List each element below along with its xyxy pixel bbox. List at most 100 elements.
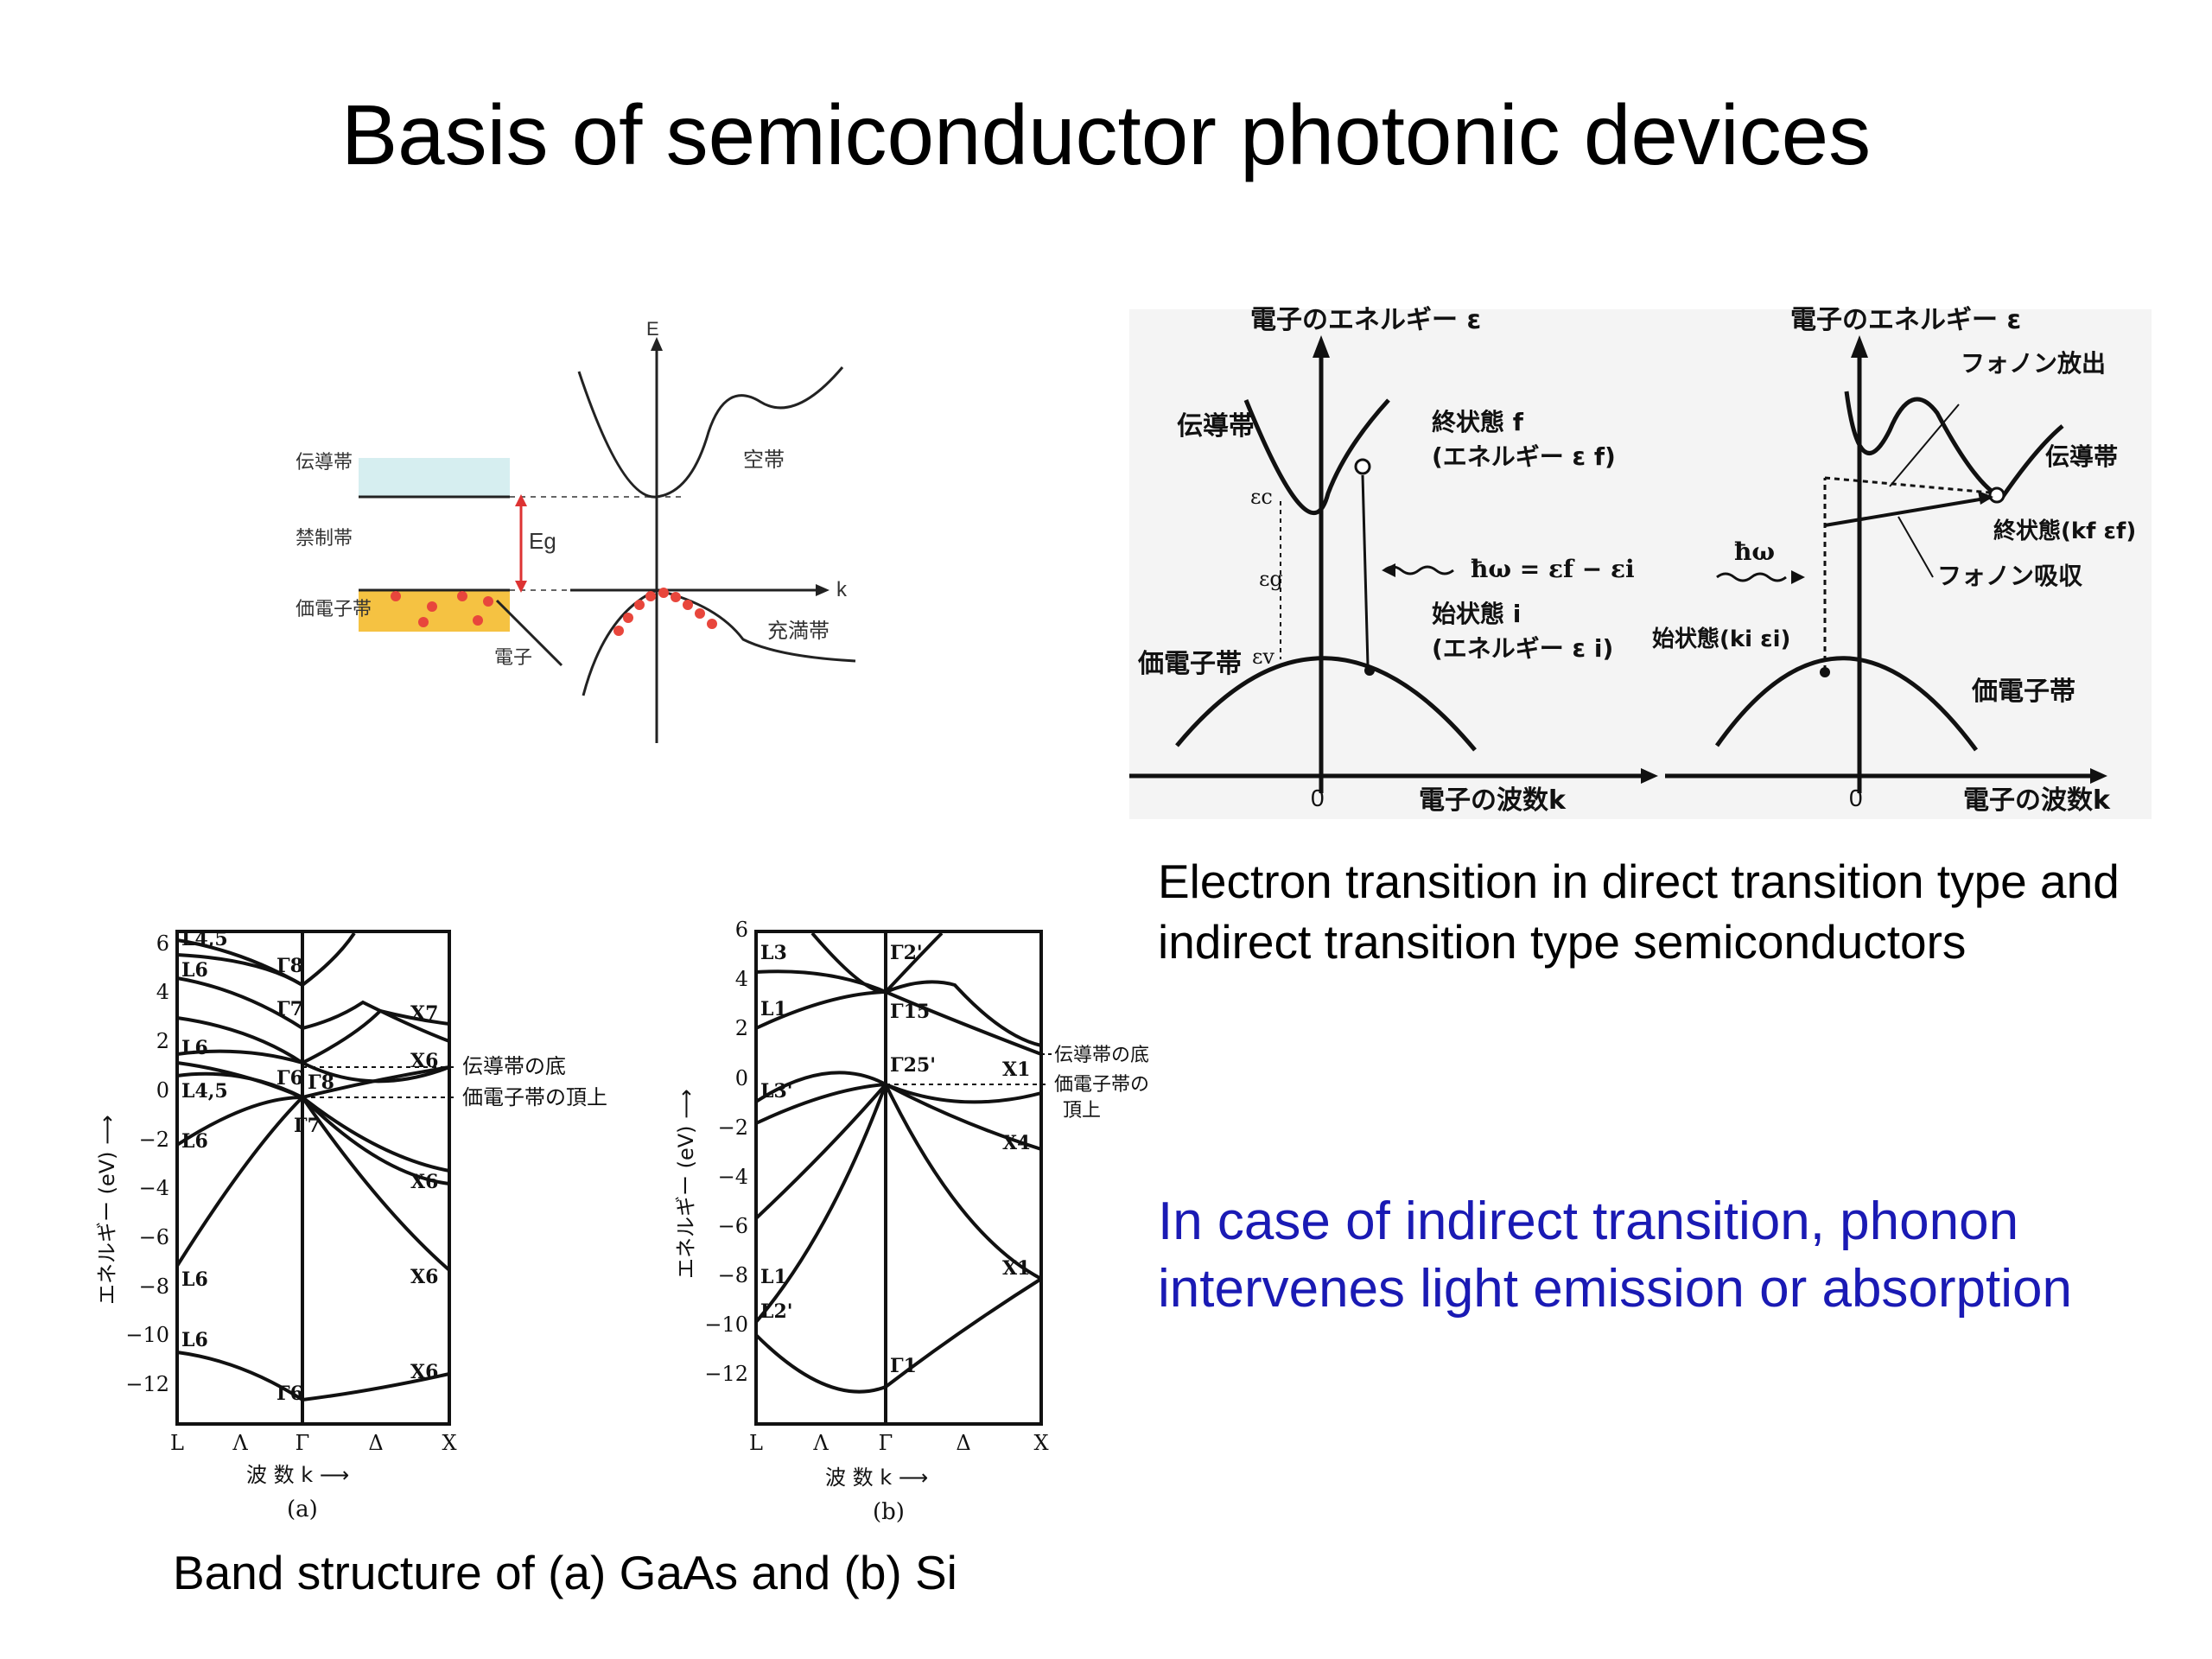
right-valence-label: 価電子帯: [1971, 677, 2075, 707]
label-a-X6b: X6: [410, 1171, 438, 1193]
filled-band-electrons: [613, 588, 717, 636]
left-zero-label: 0: [1311, 785, 1325, 811]
label-b-G25p: Γ25': [890, 1054, 936, 1077]
ev-label: εv: [1252, 645, 1274, 669]
final-state-label: 終状態 f: [1432, 408, 1524, 436]
left-conduction-label: 伝導帯: [1177, 411, 1255, 442]
eg-label: εg: [1259, 567, 1283, 591]
ytick-a-m10: −10: [125, 1323, 169, 1347]
axis-k-label: k: [836, 578, 848, 601]
axis-e-label: E: [646, 318, 659, 340]
left-energy-axis-label: 電子のエネルギー ε: [1250, 305, 1481, 335]
xtick-b-Gamma: Γ: [879, 1431, 893, 1455]
ylabel-a: エネルギー (eV) ⟶: [95, 1115, 119, 1305]
xtick-b-X: X: [1033, 1431, 1048, 1455]
label-a-G8: Γ8: [276, 955, 303, 977]
ytick-b-m4: −4: [718, 1165, 748, 1189]
label-a-L45: L4,5: [181, 928, 228, 950]
ytick-a-m8: −8: [139, 1274, 169, 1299]
label-b-L3: L3: [760, 942, 787, 964]
slide-title: Basis of semiconductor photonic devices: [340, 87, 1872, 182]
label-a-cb-bottom: 伝導帯の底: [462, 1054, 566, 1078]
final-energy-label: (エネルギー ε f): [1432, 442, 1616, 471]
xtick-a-L: L: [170, 1431, 184, 1455]
ytick-a-m6: −6: [139, 1225, 169, 1249]
label-a-X6c: X6: [410, 1266, 438, 1288]
label-a-G8b: Γ8: [308, 1071, 334, 1094]
label-filled-band: 充満帯: [767, 619, 830, 643]
label-a-L6c: L6: [181, 1130, 208, 1153]
xlabel-b: 波 数 k ⟶: [825, 1465, 928, 1490]
label-b-cb-bottom: 伝導帯の底: [1054, 1045, 1149, 1066]
label-a-L6d: L6: [181, 1268, 208, 1291]
phonon-note: In case of indirect transition, phonon i…: [1158, 1192, 2072, 1319]
right-wavenumber-label: 電子の波数k: [1963, 785, 2111, 816]
band-gap-diagram: 伝導帯 禁制帯 価電子帯 電子 Eg E k 空帯 充満帯: [296, 318, 856, 743]
ytick-b-m10: −10: [704, 1313, 748, 1337]
ytick-a-m12: −12: [125, 1372, 169, 1396]
ytick-b-0: 0: [735, 1066, 748, 1090]
label-b-X1: X1: [1002, 1058, 1030, 1081]
label-b-L1: L1: [760, 998, 787, 1020]
sublabel-b: (b): [873, 1499, 905, 1525]
ytick-b-m12: −12: [704, 1362, 748, 1386]
initial-energy-label: (エネルギー ε i): [1432, 634, 1613, 663]
label-b-vb-top-1: 価電子帯の: [1054, 1074, 1149, 1096]
xtick-b-L: L: [749, 1431, 763, 1455]
label-b-L3p: L3': [760, 1080, 793, 1103]
label-b-L1b: L1: [760, 1266, 787, 1288]
label-empty-band: 空帯: [743, 448, 785, 472]
band-structure-gaas: 6 4 2 0 −2 −4 −6 −8 −10 −12 L Λ Γ Δ X L4…: [95, 928, 607, 1522]
right-final-state-label: 終状態(kf εf): [1993, 518, 2136, 544]
ec-label: εc: [1250, 485, 1273, 509]
right-zero-label: 0: [1849, 785, 1863, 811]
conduction-band-rect: [359, 458, 510, 497]
label-b-G15: Γ15: [890, 1001, 930, 1023]
label-a-G7b: Γ7: [294, 1115, 321, 1137]
label-electron: 電子: [494, 647, 532, 669]
label-b-X1b: X1: [1002, 1257, 1030, 1280]
right-conduction-label: 伝導帯: [2045, 442, 2118, 471]
label-a-X6: X6: [410, 1050, 438, 1072]
label-forbidden-band: 禁制帯: [296, 528, 353, 550]
label-a-L6: L6: [181, 959, 208, 982]
ylabel-b: エネルギー (eV) ⟶: [674, 1089, 698, 1279]
xtick-a-Gamma: Γ: [296, 1431, 310, 1455]
label-a-vb-top: 価電子帯の頂上: [462, 1085, 607, 1109]
label-b-X4: X4: [1002, 1132, 1030, 1154]
photon-energy-label: ħω = εf − εi: [1471, 555, 1635, 583]
right-initial-state-label: 始状態(ki εi): [1652, 626, 1790, 652]
label-a-G6b: Γ6: [276, 1382, 303, 1405]
phonon-absorption-label: フォノン吸収: [1937, 562, 2083, 590]
label-a-G6: Γ6: [276, 1067, 303, 1090]
initial-state-label: 始状態 i: [1432, 600, 1521, 628]
ytick-b-m8: −8: [718, 1263, 748, 1287]
ytick-a-2: 2: [156, 1029, 169, 1053]
xtick-a-Delta: Δ: [368, 1431, 383, 1455]
left-valence-label: 価電子帯: [1137, 649, 1242, 679]
xtick-b-Lambda: Λ: [812, 1431, 829, 1455]
band-structure-caption: Band structure of (a) GaAs and (b) Si: [173, 1546, 957, 1599]
xtick-a-Lambda: Λ: [232, 1431, 248, 1455]
transition-diagram: 電子のエネルギー ε 伝導帯 価電子帯 終状態 f (エネルギー ε f) 始状…: [1129, 305, 2152, 819]
band-structure-si: 6 4 2 0 −2 −4 −6 −8 −10 −12 L Λ Γ Δ X L3…: [674, 918, 1149, 1525]
ytick-b-6: 6: [735, 918, 748, 942]
right-energy-axis-label: 電子のエネルギー ε: [1790, 305, 2021, 335]
ytick-a-4: 4: [156, 980, 169, 1004]
label-a-L45b: L4,5: [181, 1080, 228, 1103]
ytick-b-4: 4: [735, 967, 748, 991]
label-b-G2p: Γ2': [890, 942, 923, 964]
ytick-b-m6: −6: [718, 1214, 748, 1238]
label-eg: Eg: [529, 528, 556, 554]
xtick-a-X: X: [442, 1431, 456, 1455]
ytick-a-m2: −2: [139, 1128, 169, 1152]
left-wavenumber-label: 電子の波数k: [1419, 785, 1567, 816]
ytick-b-2: 2: [735, 1016, 748, 1040]
xlabel-a: 波 数 k ⟶: [246, 1463, 349, 1487]
label-conduction-band: 伝導帯: [296, 452, 353, 474]
ytick-a-6: 6: [156, 931, 169, 956]
label-b-G1: Γ1: [890, 1355, 917, 1377]
xtick-b-Delta: Δ: [956, 1431, 970, 1455]
sublabel-a: (a): [287, 1497, 318, 1522]
label-a-G7: Γ7: [276, 998, 303, 1020]
